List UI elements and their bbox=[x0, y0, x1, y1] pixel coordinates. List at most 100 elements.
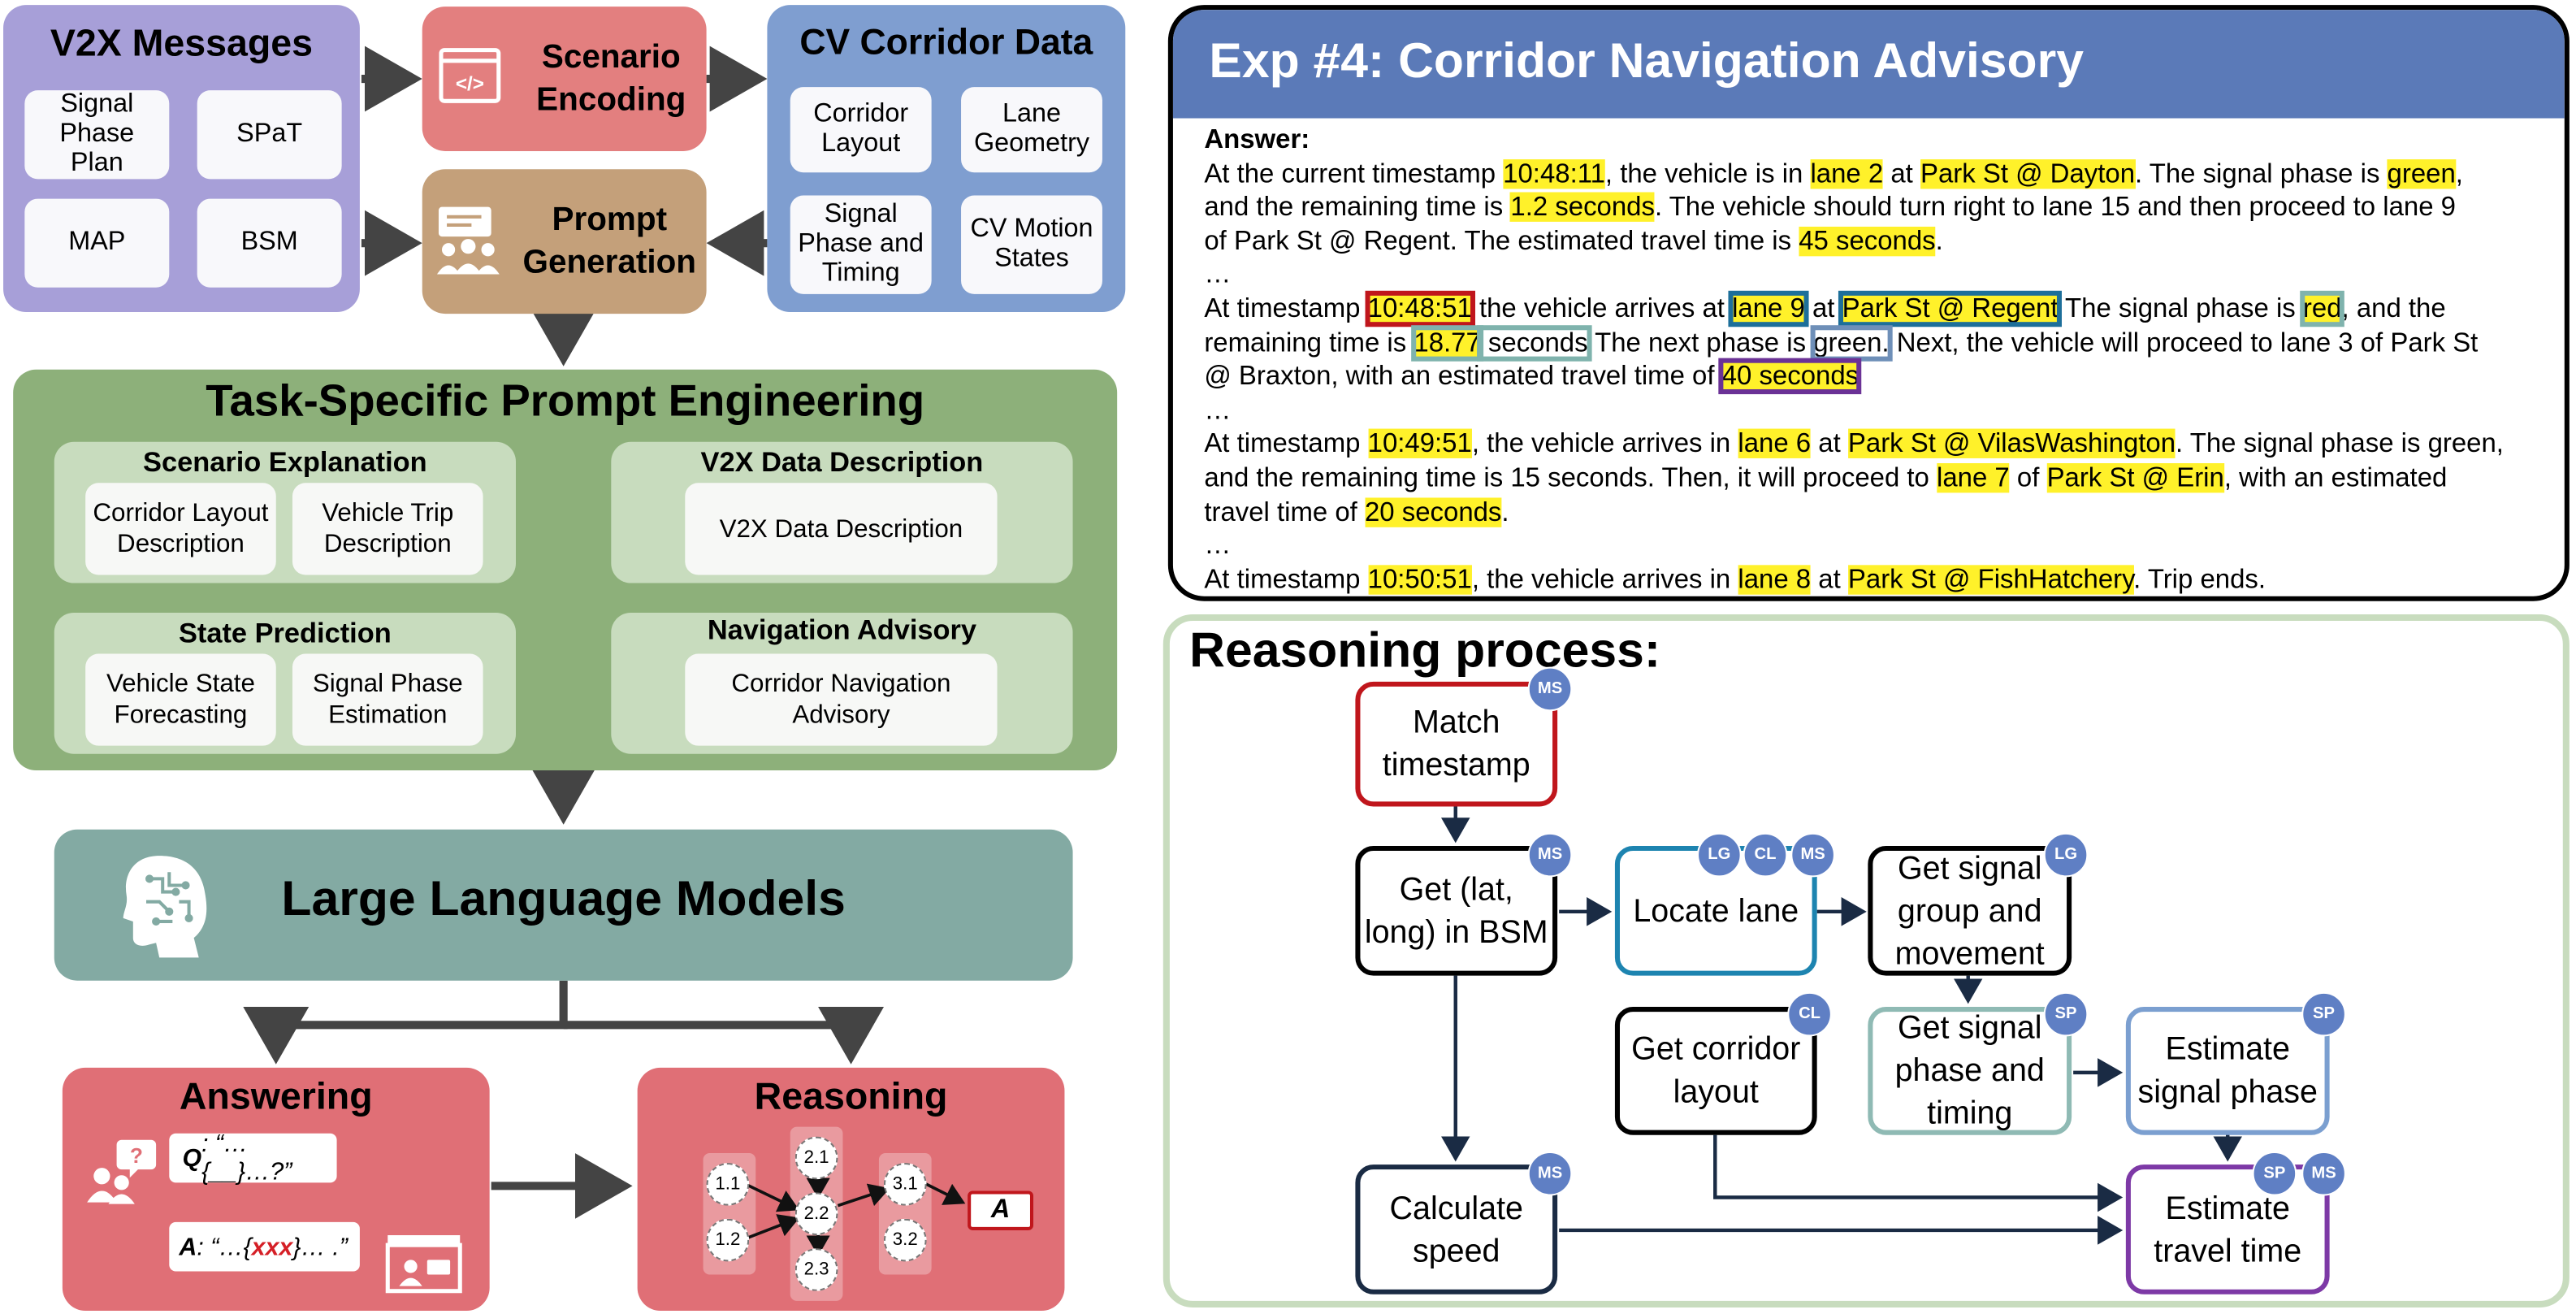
badge-cl: CL bbox=[1743, 832, 1788, 878]
answer-text: At timestamp bbox=[1204, 293, 1368, 324]
answer-text: , the vehicle arrives in bbox=[1471, 564, 1738, 595]
answer-text: . bbox=[1935, 226, 1943, 256]
answer-text: at bbox=[1811, 564, 1848, 595]
cv-item-motion-states: CV Motion States bbox=[961, 195, 1102, 294]
answer-text: at bbox=[1804, 293, 1842, 324]
highlighted-term: Park St @ Dayton bbox=[1920, 158, 2136, 189]
answer-text-pre: : “…{ bbox=[197, 1232, 252, 1261]
reasoning-node: 2.2 bbox=[794, 1192, 838, 1236]
item-vehicle-state-forecasting: Vehicle State Forecasting bbox=[85, 653, 276, 746]
exp-answer-body: Answer: At the current timestamp 10:48:1… bbox=[1204, 124, 2551, 596]
answer-line: At timestamp 10:48:51 the vehicle arrive… bbox=[1204, 290, 2551, 327]
reasoning-process-title: Reasoning process: bbox=[1189, 624, 1661, 679]
answer-text: remaining time is bbox=[1204, 327, 1414, 358]
badge-sp: SP bbox=[2252, 1151, 2297, 1196]
question-text: : “…{__}…?” bbox=[201, 1130, 292, 1186]
badge-sp: SP bbox=[2043, 991, 2089, 1037]
presentation-screen-icon bbox=[385, 1235, 462, 1294]
question-label: Q bbox=[182, 1143, 202, 1173]
highlighted-term: 10:50:51 bbox=[1367, 564, 1472, 595]
answer-line: @ Braxton, with an estimated travel time… bbox=[1204, 358, 2551, 395]
highlighted-term: 10:48:51 bbox=[1364, 290, 1475, 327]
v2x-messages-panel: V2X Messages Signal Phase Plan SPaT MAP … bbox=[3, 5, 360, 313]
node-match-timestamp: Match timestamp bbox=[1355, 681, 1558, 807]
group-state-prediction: State Prediction Vehicle State Forecasti… bbox=[54, 612, 517, 754]
highlighted-term: 45 seconds bbox=[1799, 226, 1936, 256]
reasoning-node: 1.1 bbox=[706, 1163, 750, 1206]
item-vehicle-trip-description: Vehicle Trip Description bbox=[292, 483, 483, 575]
highlighted-term: lane 6 bbox=[1738, 429, 1812, 459]
node-estimate-signal-phase: Estimate signal phase bbox=[2125, 1007, 2330, 1135]
answer-label: A bbox=[179, 1232, 197, 1261]
answer-text: . bbox=[1501, 497, 1509, 527]
highlighted-term: red bbox=[2299, 290, 2345, 327]
svg-text:?: ? bbox=[130, 1143, 143, 1168]
cv-corridor-panel: CV Corridor Data Corridor Layout Lane Ge… bbox=[767, 5, 1126, 313]
answer-text: At timestamp bbox=[1204, 564, 1368, 595]
reasoning-panel: Reasoning 1.1 1.2 2.1 2.2 2.3 3.1 3.2 A bbox=[637, 1067, 1065, 1311]
answer-text: The signal phase is bbox=[2058, 293, 2303, 324]
node-estimate-travel-time: Estimate travel time bbox=[2125, 1164, 2330, 1294]
answer-text: at bbox=[1883, 158, 1921, 189]
ellipsis: … bbox=[1204, 531, 1232, 561]
brain-head-icon bbox=[123, 856, 207, 958]
reasoning-node: 3.1 bbox=[883, 1163, 927, 1206]
reasoning-node: 1.2 bbox=[706, 1218, 750, 1262]
answer-text: At the current timestamp bbox=[1204, 158, 1504, 189]
prompt-generation-title: Prompt Generation bbox=[522, 202, 697, 281]
highlighted-term: 10:49:51 bbox=[1367, 429, 1472, 459]
code-window-icon: </> bbox=[439, 48, 501, 103]
badge-cl: CL bbox=[1787, 991, 1832, 1037]
highlighted-term: 1.2 seconds bbox=[1510, 192, 1655, 223]
ellipsis: … bbox=[1204, 395, 1232, 426]
highlighted-term: 40 seconds bbox=[1718, 358, 1863, 395]
answer-text: , and the bbox=[2341, 293, 2446, 324]
arrow-llm-to-reasoning bbox=[563, 1007, 884, 1065]
group-title: Scenario Explanation bbox=[143, 446, 427, 479]
highlighted-term: lane 7 bbox=[1937, 462, 2010, 493]
group-title: Navigation Advisory bbox=[707, 614, 977, 646]
highlighted-term: lane 2 bbox=[1810, 158, 1884, 189]
group-title: V2X Data Description bbox=[700, 446, 984, 479]
answering-panel: Answering ? Q: “…{__}…?” A: “…{xxx}… .” bbox=[62, 1067, 490, 1311]
highlighted-term: 18.77 bbox=[1410, 324, 1484, 361]
v2x-item-signal-phase-plan: Signal Phase Plan bbox=[24, 90, 170, 180]
answer-text: seconds bbox=[1477, 324, 1591, 361]
prompt-generation-panel: Prompt Generation bbox=[422, 169, 707, 314]
highlighted-term: 10:48:11 bbox=[1503, 158, 1605, 189]
node-calculate-speed: Calculate speed bbox=[1355, 1164, 1558, 1294]
ellipsis: … bbox=[1204, 260, 1232, 290]
highlighted-term: Park St @ Erin bbox=[2046, 462, 2224, 493]
answer-text-post: }… .” bbox=[292, 1232, 348, 1261]
answer-text: . Trip ends. bbox=[2133, 564, 2266, 595]
v2x-item-map: MAP bbox=[24, 198, 170, 288]
answer-text: of Park St @ Regent. The estimated trave… bbox=[1204, 226, 1799, 256]
item-signal-phase-estimation: Signal Phase Estimation bbox=[292, 653, 483, 746]
badge-ms: MS bbox=[1527, 1151, 1573, 1196]
answer-text: Next, the vehicle will proceed to lane 3… bbox=[1889, 327, 2479, 358]
arrow-llm-to-answering bbox=[243, 980, 568, 1065]
answer-text: , with an estimated bbox=[2223, 462, 2448, 493]
badge-ms: MS bbox=[1790, 832, 1835, 878]
cv-corridor-title: CV Corridor Data bbox=[799, 21, 1093, 63]
item-corridor-layout-description: Corridor Layout Description bbox=[85, 483, 276, 575]
badge-ms: MS bbox=[1527, 832, 1573, 878]
node-get-latlong: Get (lat, long) in BSM bbox=[1355, 845, 1558, 976]
reasoning-node: 2.1 bbox=[794, 1136, 838, 1180]
answer-text: , bbox=[2455, 158, 2463, 189]
reasoning-node: 3.2 bbox=[883, 1218, 927, 1262]
answer-line: of Park St @ Regent. The estimated trave… bbox=[1204, 224, 2551, 258]
exp-panel: Exp #4: Corridor Navigation Advisory Ans… bbox=[1167, 5, 2570, 601]
answer-text: @ Braxton, with an estimated travel time… bbox=[1204, 362, 1722, 392]
answer-text: the vehicle arrives at bbox=[1471, 293, 1733, 324]
scenario-encoding-title: Scenario Encoding bbox=[536, 39, 686, 119]
highlighted-term: lane 8 bbox=[1738, 564, 1812, 595]
left-arrows bbox=[243, 46, 884, 1219]
answer-text: , the vehicle is in bbox=[1604, 158, 1811, 189]
svg-text:</>: </> bbox=[456, 73, 484, 95]
v2x-item-spat: SPaT bbox=[197, 90, 342, 180]
badge-ms: MS bbox=[2301, 1151, 2346, 1196]
answer-text-red: xxx bbox=[251, 1232, 293, 1261]
reasoning-final-answer: A bbox=[968, 1190, 1034, 1230]
